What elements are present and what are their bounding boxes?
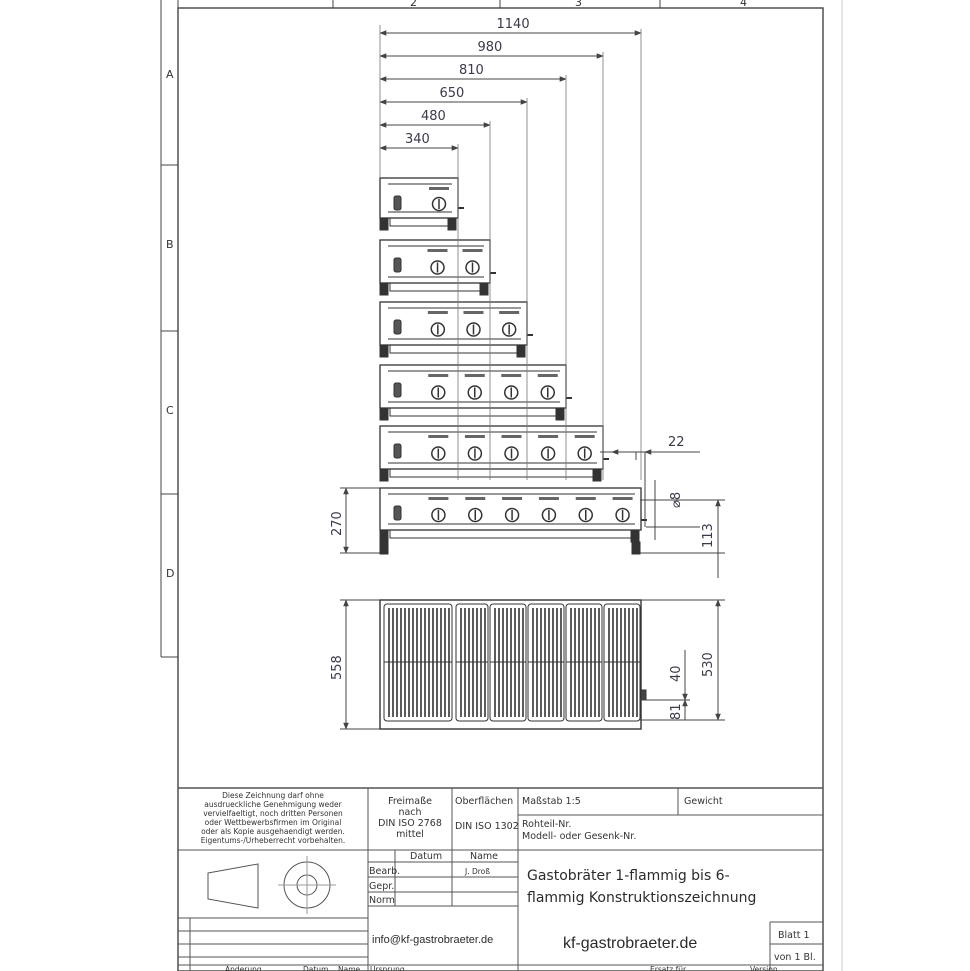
footer-label: Datum	[303, 965, 328, 971]
drawing-title-line2: flammig Konstruktionszeichnung	[527, 890, 756, 906]
title-block	[178, 787, 823, 971]
grate-1	[383, 603, 453, 722]
datum-header: Datum	[410, 851, 442, 862]
zone-labels: A B C D	[166, 68, 174, 580]
name-header: Name	[470, 851, 498, 862]
copyright-line: oder als Kopie ausgehaendigt werden.	[201, 827, 345, 836]
freimasse-line: mittel	[396, 829, 424, 840]
modell-nr: Modell- oder Gesenk-Nr.	[522, 831, 636, 842]
zone-label: D	[166, 567, 174, 580]
footer-label: Ersatz für	[650, 965, 687, 971]
oberflaechen-value: DIN ISO 1302	[455, 821, 519, 832]
oberflaechen-label: Oberflächen	[455, 796, 513, 807]
bearb-name: J. Droß	[464, 867, 490, 876]
drawing-title-line1: Gastobräter 1-flammig bis 6-	[527, 868, 730, 884]
grill-unit-6	[379, 487, 647, 543]
grill-unit-3	[379, 301, 533, 358]
copyright-line: Eigentums-/Urheberrecht vorbehalten.	[201, 836, 346, 845]
top-view	[379, 599, 647, 730]
grill-unit-4	[379, 364, 572, 421]
column-label: 4	[740, 0, 747, 9]
dim-530: 530	[701, 652, 716, 677]
website: kf-gastrobraeter.de	[563, 935, 697, 952]
revision-footer: Änderung Datum Name Ursprung Ersatz für Versi…	[225, 965, 778, 971]
dim-width: 340	[405, 132, 430, 147]
dim-81: 81	[669, 703, 684, 720]
dim-width: 1140	[497, 17, 530, 32]
row-gepr: Gepr.	[369, 881, 394, 892]
zone-label: B	[166, 238, 174, 251]
grate-3	[489, 603, 527, 722]
dim-558: 558	[330, 655, 345, 680]
footer-label: Version	[750, 965, 778, 971]
copyright-line: oder Wettbewerbsfirmen im Original	[205, 818, 342, 827]
row-bearb: Bearb.	[369, 866, 400, 877]
top-view-dimensions	[340, 599, 725, 730]
copyright-line: vervielfaeltigt, noch dritten Personen	[203, 809, 343, 818]
dim-width: 810	[459, 63, 484, 78]
dim-width: 650	[440, 86, 465, 101]
grill-unit-5	[379, 425, 609, 482]
email: info@kf-gastrobraeter.de	[372, 934, 493, 946]
dim-40: 40	[669, 665, 684, 682]
freimasse-line: DIN ISO 2768	[378, 818, 442, 829]
blatt-von: von 1 Bl.	[774, 952, 816, 963]
dim-width: 980	[478, 40, 503, 55]
blatt: Blatt 1	[778, 930, 810, 941]
grate-6	[603, 603, 641, 722]
grill-unit-2	[379, 239, 496, 296]
grate-5	[565, 603, 603, 722]
footer-label: Name	[338, 965, 361, 971]
row-norm: Norm	[369, 895, 395, 906]
dim-270: 270	[330, 511, 345, 536]
freimasse-line: nach	[398, 807, 421, 818]
right-dimensions	[340, 449, 725, 578]
zone-label: C	[166, 404, 174, 417]
column-label: 2	[410, 0, 417, 9]
copyright-line: ausdrueckliche Genehmigung weder	[204, 800, 342, 809]
grill-unit-1	[379, 177, 464, 231]
top-column-labels: 2 3 4	[410, 0, 747, 9]
dim-width: 480	[421, 109, 446, 124]
column-label: 3	[575, 0, 582, 9]
freimasse-line: Freimaße	[388, 796, 432, 807]
grate-2	[455, 603, 489, 722]
footer-label: Ursprung	[370, 965, 405, 971]
grate-4	[527, 603, 565, 722]
front-view	[379, 177, 647, 555]
dim-113: 113	[701, 523, 716, 548]
dim-22: 22	[668, 435, 685, 450]
width-dimensions: 1140 980 810 650 480 340	[379, 17, 642, 480]
massstab: Maßstab 1:5	[522, 796, 581, 807]
copyright-line: Diese Zeichnung darf ohne	[222, 791, 324, 800]
gewicht: Gewicht	[684, 796, 723, 807]
copyright-notice: Diese Zeichnung darf ohneausdrueckliche …	[201, 791, 346, 845]
drawing-frame	[160, 0, 843, 971]
dim-foot-diameter: ⌀8	[669, 492, 684, 508]
footer-label: Änderung	[225, 965, 262, 971]
zone-label: A	[166, 68, 174, 81]
rohteil-nr: Rohteil-Nr.	[522, 819, 571, 830]
